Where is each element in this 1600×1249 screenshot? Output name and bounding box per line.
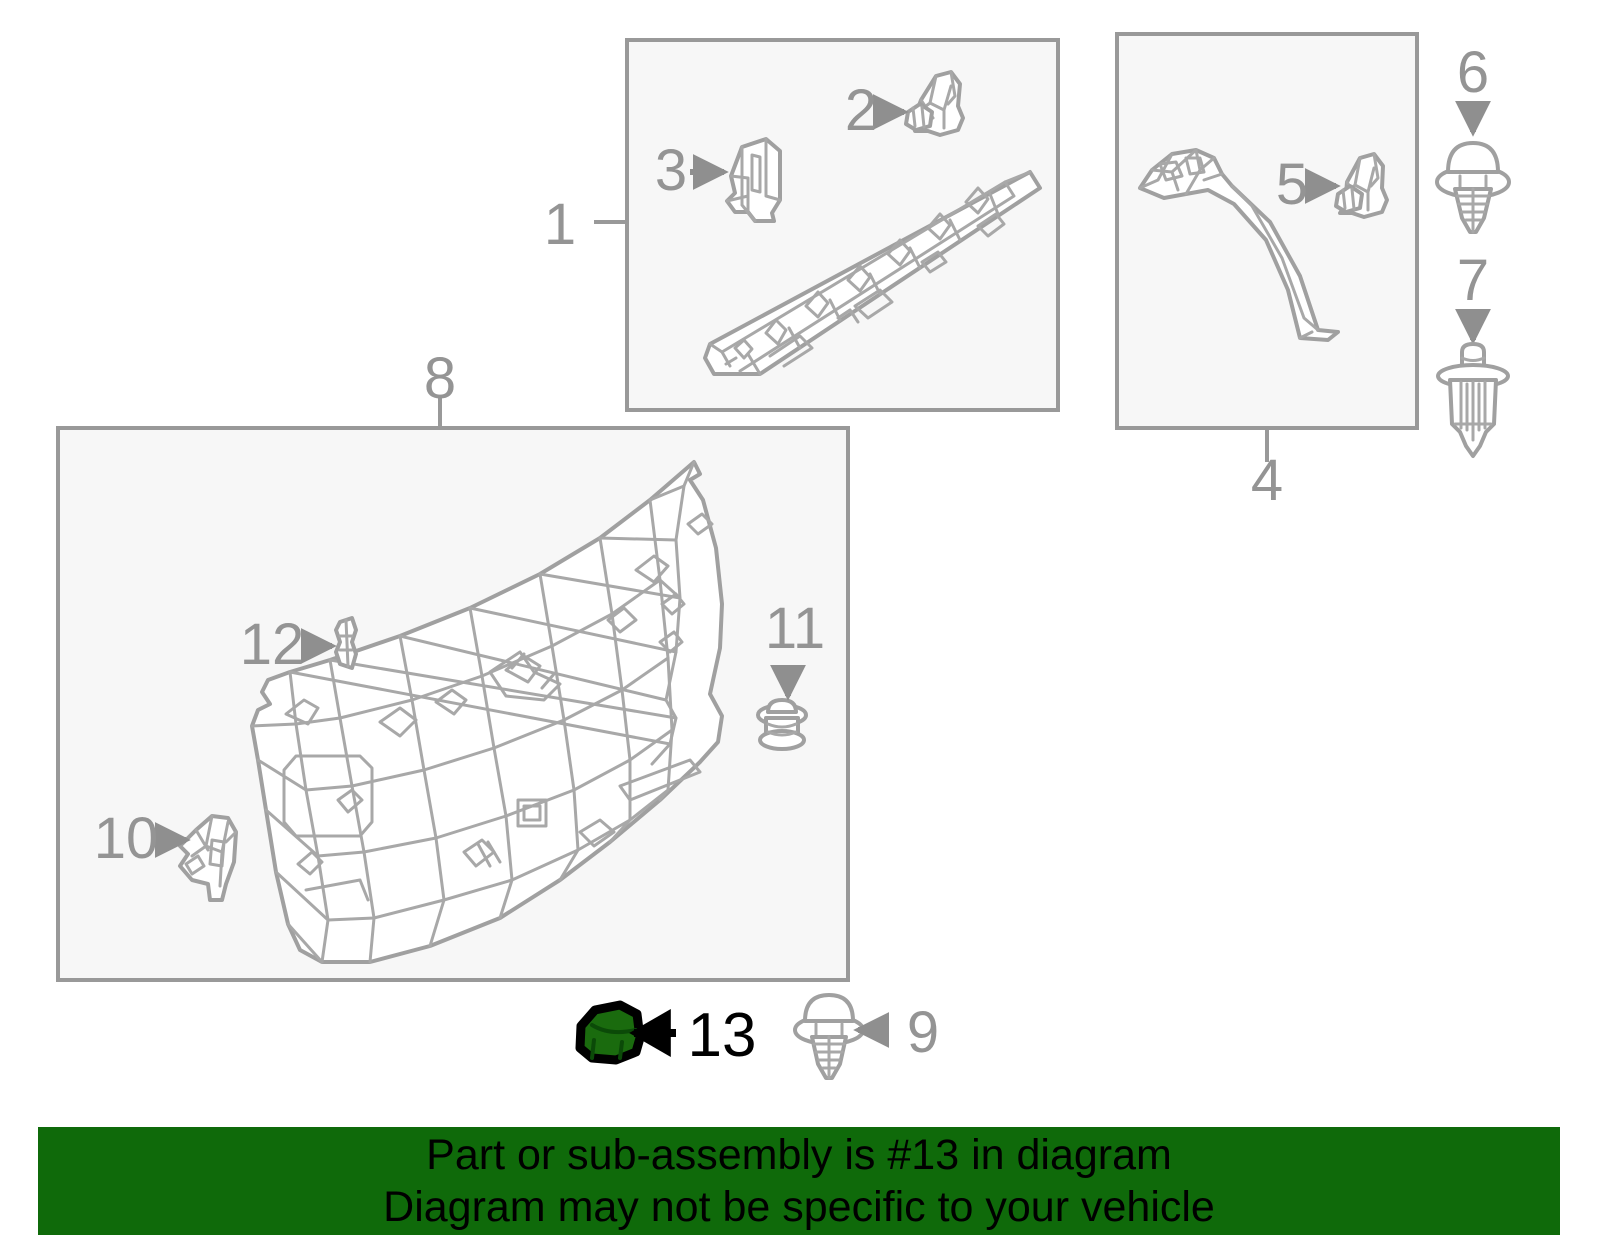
banner-line-1: Part or sub-assembly is #13 in diagram [426, 1131, 1172, 1179]
callout-2: 2 [845, 78, 877, 143]
part-8-illustration [250, 460, 724, 964]
banner-line-2: Diagram may not be specific to your vehi… [383, 1183, 1215, 1231]
callout-8: 8 [424, 346, 456, 411]
panel-1-group: 1 3 2 [544, 38, 1060, 412]
part-11-illustration [756, 698, 808, 751]
part-7-illustration [1436, 342, 1510, 458]
part-12-illustration [334, 616, 358, 670]
info-banner: Part or sub-assembly is #13 in diagram D… [38, 1127, 1560, 1235]
part-6-group: 6 [1435, 40, 1511, 234]
part-9-group: 9 [793, 993, 939, 1080]
callout-12: 12 [240, 612, 305, 677]
callout-3: 3 [655, 138, 687, 203]
part-5-illustration [1334, 152, 1389, 219]
part-3-illustration [725, 137, 782, 223]
part-13-group: 13 [575, 1000, 757, 1070]
part-6-illustration [1435, 141, 1511, 234]
callout-4: 4 [1251, 448, 1283, 513]
part-4-illustration [1138, 148, 1340, 342]
callout-10: 10 [94, 806, 159, 871]
callout-13: 13 [688, 1001, 757, 1070]
part-10-illustration [178, 814, 238, 902]
callout-9: 9 [907, 1000, 939, 1065]
callout-6: 6 [1457, 40, 1489, 105]
part-2-illustration [904, 70, 965, 137]
callout-1: 1 [544, 192, 576, 257]
callout-11: 11 [765, 596, 825, 661]
panel-4-group: 4 5 [1115, 32, 1419, 513]
panel-1-box [625, 38, 1060, 412]
panel-8-group: 8 [56, 346, 850, 982]
part-9-illustration [793, 993, 865, 1080]
part-13-illustration [575, 1000, 645, 1065]
part-7-group: 7 [1436, 248, 1510, 458]
part-1-illustration [703, 170, 1042, 376]
callout-5: 5 [1276, 152, 1308, 217]
callout-7: 7 [1457, 248, 1489, 313]
